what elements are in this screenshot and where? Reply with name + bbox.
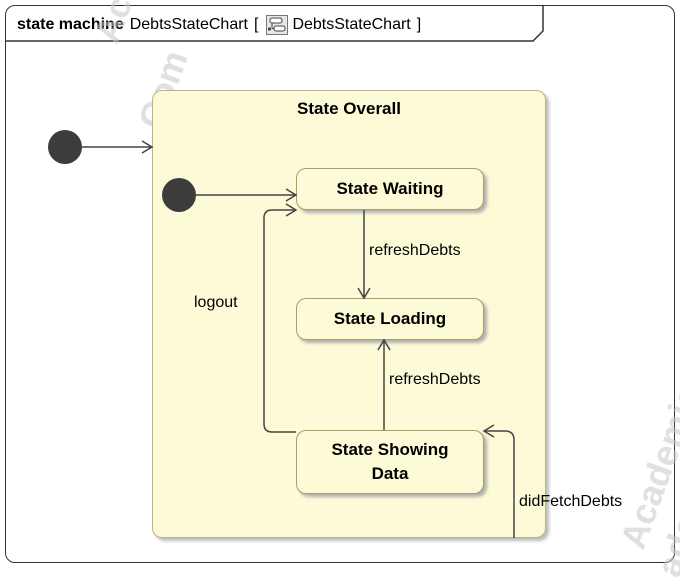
- title-tab-outline: [5, 5, 544, 42]
- initial-pseudostate-outer[interactable]: [48, 130, 82, 164]
- transition-label-refresh-showing: refreshDebts: [389, 371, 481, 388]
- state-waiting-label: State Waiting: [336, 179, 444, 198]
- state-showing-label-line1: State Showing: [331, 440, 449, 459]
- transition-label-logout: logout: [194, 294, 238, 311]
- transition-label-did-fetch: didFetchDebts: [519, 493, 623, 510]
- state-showing-label-line2: Data: [371, 464, 409, 483]
- state-overall-label: State Overall: [297, 99, 401, 118]
- state-machine-icon: [266, 15, 289, 35]
- initial-pseudostate-inner[interactable]: [162, 178, 196, 212]
- frame-title: state machine DebtsStateChart [ DebtsSta…: [17, 15, 425, 35]
- transition-label-refresh-waiting: refreshDebts: [369, 242, 461, 259]
- state-loading[interactable]: State Loading: [296, 298, 484, 340]
- transition-showing-to-loading: [377, 338, 391, 430]
- transition-waiting-to-loading: [357, 210, 371, 300]
- state-waiting[interactable]: State Waiting: [296, 168, 484, 210]
- transition-showing-to-waiting: [263, 203, 298, 433]
- transition-inner-initial: [196, 188, 298, 202]
- transition-outer-initial: [82, 140, 154, 154]
- state-loading-label: State Loading: [333, 309, 447, 328]
- transition-lines: [82, 140, 515, 538]
- diagram-frame: [5, 5, 675, 563]
- transition-self-showing: [482, 424, 515, 538]
- close-bracket: ]: [416, 16, 422, 33]
- frame-ref-name: DebtsStateChart: [292, 16, 411, 33]
- state-showing-data[interactable]: State Showing Data: [296, 430, 484, 494]
- open-bracket: [: [254, 16, 259, 33]
- frame-keyword: state machine: [17, 16, 124, 33]
- frame-name: DebtsStateChart: [129, 16, 248, 33]
